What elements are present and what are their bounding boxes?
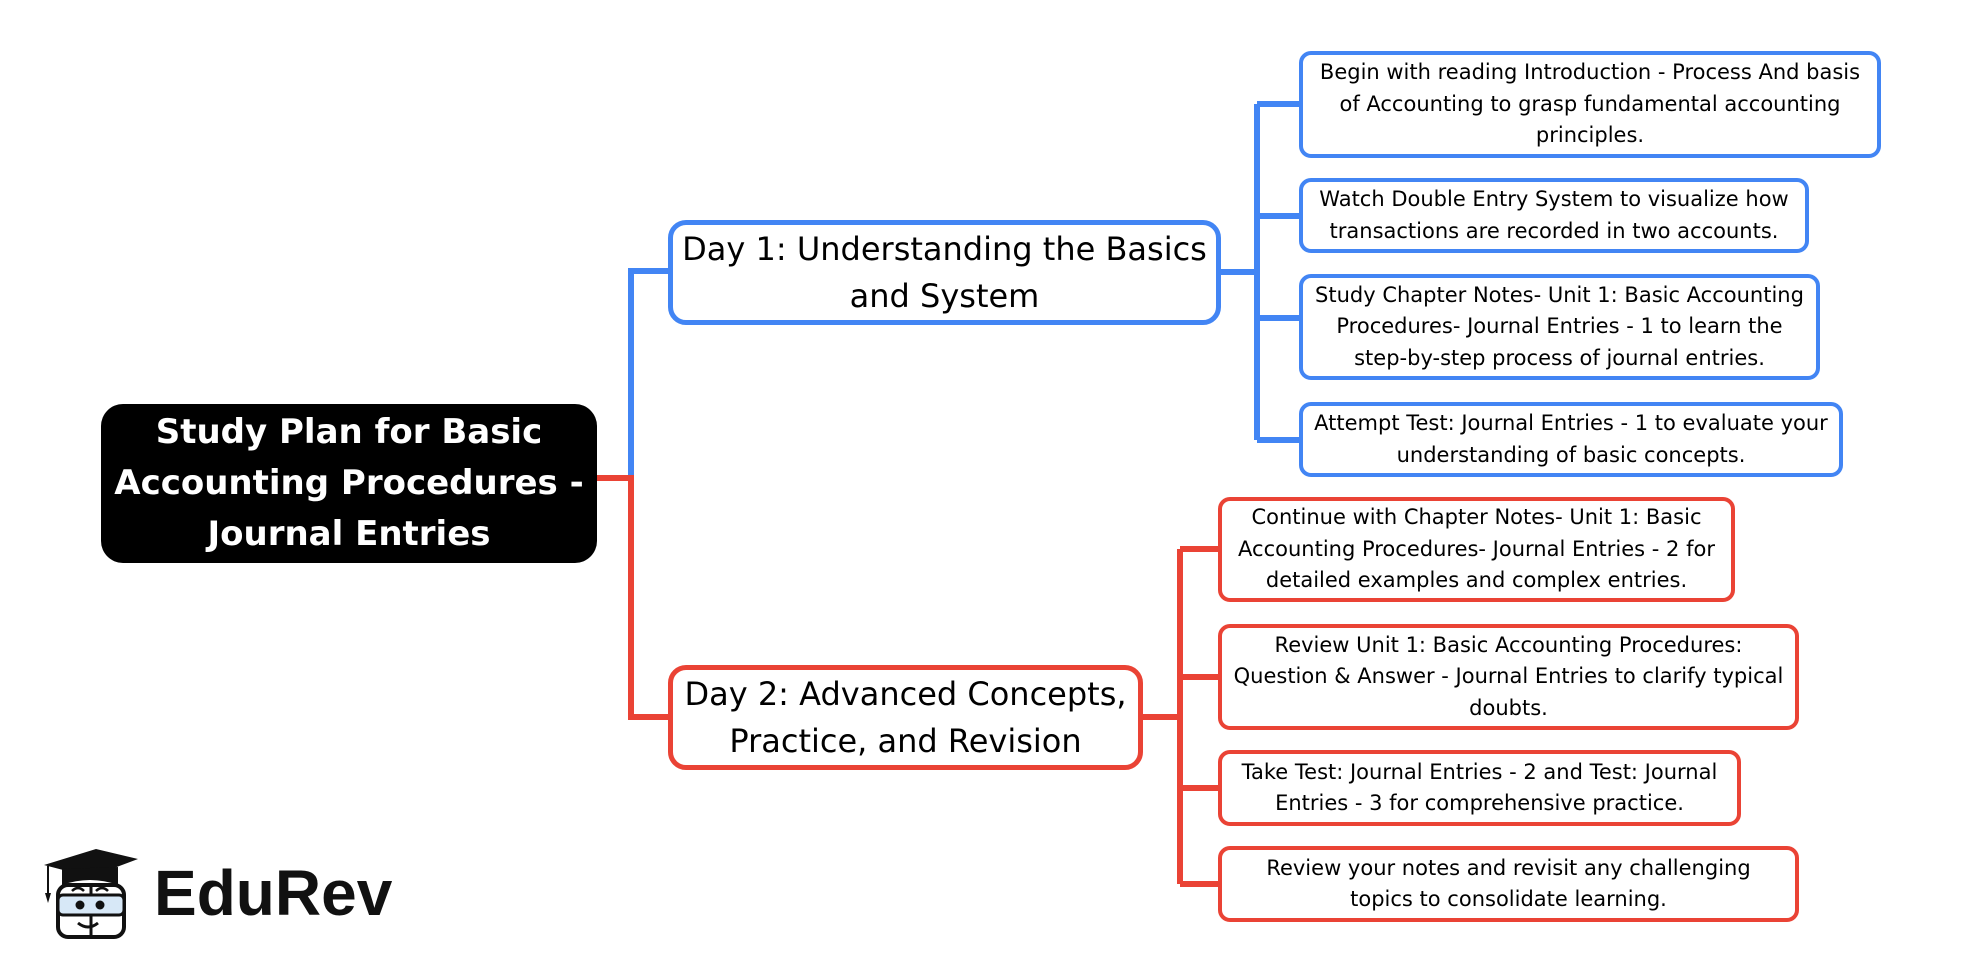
task-text: Begin with reading Introduction - Proces… (1319, 60, 1861, 148)
day2-leaf-connectors (1143, 546, 1218, 887)
day1-task-1[interactable]: Begin with reading Introduction - Proces… (1299, 51, 1881, 158)
task-text: Study Chapter Notes- Unit 1: Basic Accou… (1315, 282, 1804, 370)
day1-task-2[interactable]: Watch Double Entry System to visualize h… (1299, 178, 1809, 253)
task-text: Review your notes and revisit any challe… (1266, 855, 1751, 912)
day2-node[interactable]: Day 2: Advanced Concepts, Practice, and … (668, 665, 1143, 770)
day1-connector (628, 268, 668, 478)
logo-text: EduRev (154, 857, 393, 929)
task-text: Watch Double Entry System to visualize h… (1319, 187, 1789, 243)
day2-task-1[interactable]: Continue with Chapter Notes- Unit 1: Bas… (1218, 497, 1735, 602)
task-text: Attempt Test: Journal Entries - 1 to eva… (1314, 411, 1828, 467)
root-node[interactable]: Study Plan for Basic Accounting Procedur… (101, 404, 597, 563)
day1-task-4[interactable]: Attempt Test: Journal Entries - 1 to eva… (1299, 402, 1843, 477)
day2-task-3[interactable]: Take Test: Journal Entries - 2 and Test:… (1218, 750, 1741, 826)
task-text: Continue with Chapter Notes- Unit 1: Bas… (1238, 505, 1715, 593)
day1-task-3[interactable]: Study Chapter Notes- Unit 1: Basic Accou… (1299, 274, 1820, 380)
day2-task-2[interactable]: Review Unit 1: Basic Accounting Procedur… (1218, 624, 1799, 730)
day1-label: Day 1: Understanding the Basics and Syst… (682, 229, 1207, 315)
day2-task-4[interactable]: Review your notes and revisit any challe… (1218, 846, 1799, 922)
root-label: Study Plan for Basic Accounting Procedur… (114, 412, 584, 554)
edurev-logo[interactable]: EduRev (40, 843, 392, 943)
task-text: Take Test: Journal Entries - 2 and Test:… (1241, 759, 1718, 816)
day1-node[interactable]: Day 1: Understanding the Basics and Syst… (668, 220, 1221, 325)
graduate-mascot-icon (44, 849, 138, 939)
task-text: Review Unit 1: Basic Accounting Procedur… (1233, 632, 1784, 720)
day2-label: Day 2: Advanced Concepts, Practice, and … (684, 674, 1127, 760)
day2-connector (596, 475, 668, 720)
day1-leaf-connectors (1221, 101, 1299, 443)
